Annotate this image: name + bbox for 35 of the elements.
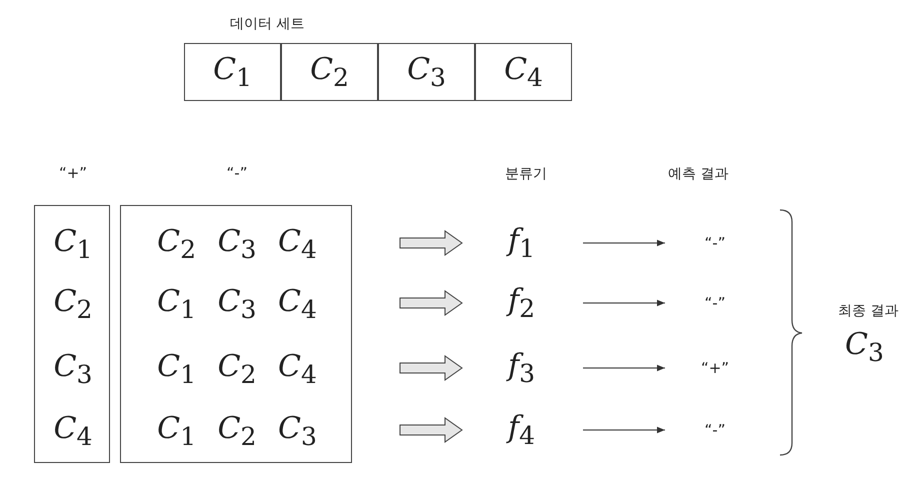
math-row-text: C$_{1}$	[52, 227, 94, 262]
math-row-text: C$_{4}$	[52, 414, 94, 449]
result-label: C$_{3}$	[845, 330, 884, 365]
arrow	[582, 240, 666, 246]
column-heading: 예측 결과	[668, 165, 728, 183]
column-heading: “+”	[58, 164, 88, 182]
math-row-text: C$_{1}$ C$_{2}$ C$_{4}$	[156, 352, 318, 387]
classifier-label: f$_{4}$	[490, 408, 583, 452]
arrow	[582, 426, 666, 434]
block-arrow	[400, 290, 463, 316]
math-row-text: C$_{1}$ C$_{2}$ C$_{3}$	[156, 414, 318, 449]
math-row-text: C$_{2}$	[52, 287, 94, 322]
block-arrow	[400, 417, 463, 443]
math-row-text: C$_{3}$	[52, 352, 94, 387]
table-cell: C$_{4}$	[475, 43, 572, 101]
table-cell: C$_{3}$	[378, 43, 475, 101]
table-title: 데이터 세트	[230, 15, 304, 33]
column-heading: “-”	[226, 164, 248, 182]
block-arrow	[400, 355, 463, 381]
arrow	[582, 364, 666, 372]
result-heading: 최종 결과	[838, 302, 898, 320]
column-heading: 분류기	[505, 165, 547, 183]
prediction-label: “-”	[665, 288, 765, 318]
classifier-label: f$_{3}$	[490, 346, 583, 390]
prediction-label: “+”	[665, 353, 765, 383]
arrow	[582, 300, 666, 306]
prediction-label: “-”	[665, 228, 765, 258]
prediction-label: “-”	[665, 415, 765, 445]
math-row-text: C$_{1}$ C$_{3}$ C$_{4}$	[156, 287, 318, 322]
table-cell: C$_{1}$	[184, 43, 281, 101]
math-row-text: C$_{2}$ C$_{3}$ C$_{4}$	[156, 227, 318, 262]
classifier-label: f$_{1}$	[490, 221, 583, 265]
classifier-label: f$_{2}$	[490, 281, 583, 325]
table-cell: C$_{2}$	[281, 43, 378, 101]
block-arrow	[400, 230, 463, 256]
